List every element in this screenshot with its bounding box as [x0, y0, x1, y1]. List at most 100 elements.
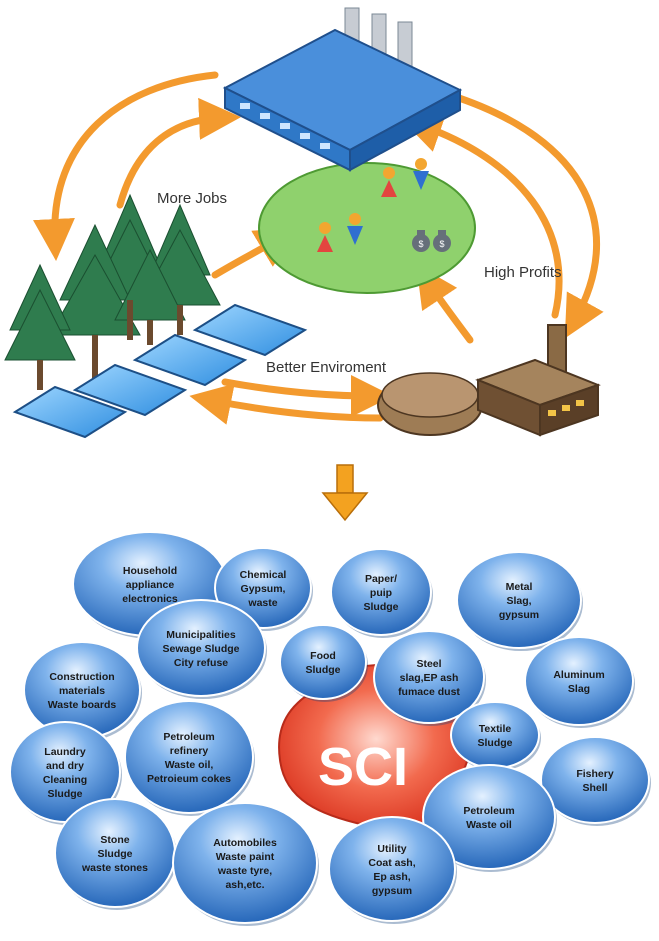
- bubble-label-line: Slag,: [506, 595, 531, 607]
- arrow-panels-to-plant-upper: [221, 374, 393, 417]
- industry-bubble: Steel slag,EP ash fumace dust: [373, 630, 486, 726]
- bubble-label-line: Food: [310, 650, 336, 662]
- cycle-arrows: [32, 71, 604, 425]
- lawn-ellipse: [258, 162, 476, 294]
- bubble-label-line: Sewage Sludge: [162, 643, 239, 655]
- bubble-label-line: Construction: [49, 671, 114, 683]
- bubble-label-line: Automobiles: [213, 837, 277, 849]
- solar-panel-icon: [12, 303, 308, 439]
- bubble-label-line: waste stones: [81, 862, 148, 874]
- arrow-factory-to-plant-outer: [446, 91, 604, 339]
- label-more-jobs: More Jobs: [157, 190, 227, 207]
- arrow-plant-to-lawn: [416, 264, 474, 344]
- people-icon: [317, 158, 429, 252]
- bubble-ellipse: [456, 551, 582, 649]
- bubble-label-line: Waste oil,: [165, 759, 214, 771]
- svg-text:$: $: [439, 239, 444, 249]
- bubble-ellipse: [373, 630, 485, 724]
- bubble-ellipse: [450, 701, 540, 769]
- sci-label: SCI: [318, 737, 408, 797]
- bubble-label-line: Sludge: [97, 848, 132, 860]
- bubble-label-line: Laundry: [44, 746, 86, 758]
- bubble-label-line: Sludge: [305, 664, 340, 676]
- bubble-label-line: ash,etc.: [225, 879, 264, 891]
- bubble-ellipse: [136, 599, 266, 697]
- cycle-illustration: $ $: [4, 7, 604, 439]
- bubble-label-line: Fishery: [576, 768, 614, 780]
- bubble-label-line: gypsum: [499, 609, 539, 621]
- bubble-label-line: Waste paint: [216, 851, 275, 863]
- sci-cluster: SCI Household appliance electronics Chemica…: [9, 531, 651, 926]
- bubble-label-line: Coat ash,: [368, 857, 415, 869]
- bubble-label-line: Chemical: [240, 569, 287, 581]
- bubble-label-line: Paper/: [365, 573, 397, 585]
- bubble-label-line: Sludge: [363, 601, 398, 613]
- bubble-ellipse: [172, 802, 318, 924]
- industry-bubbles: Household appliance electronics ChemicalGyp…: [9, 531, 651, 926]
- svg-text:$: $: [418, 239, 423, 249]
- forest-icon: [4, 193, 221, 390]
- bubble-label-line: refinery: [170, 745, 209, 757]
- bubble-label-line: Sludge: [47, 788, 82, 800]
- down-arrow-icon: [321, 464, 369, 522]
- bubble-label-line: Municipalities: [166, 629, 236, 641]
- bubble-label-line: Sludge: [477, 737, 512, 749]
- bubble-label-line: and dry: [46, 760, 84, 772]
- bubble-ellipse: [124, 700, 254, 814]
- bubble-label-line: waste tyre,: [217, 865, 272, 877]
- bubble-label-line: electronics: [122, 593, 178, 605]
- bubble-ellipse: [279, 624, 367, 700]
- bubble-label-line: Shell: [582, 782, 607, 794]
- bubble-label-line: Petroieum cokes: [147, 773, 231, 785]
- bubble-label-line: materials: [59, 685, 105, 697]
- bubble-label-line: Household: [123, 565, 177, 577]
- bubble-label-line: waste: [247, 597, 277, 609]
- bubble-label-line: Gypsum,: [241, 583, 286, 595]
- bubble-label-line: Waste oil: [466, 819, 512, 831]
- factory-icon: [222, 7, 463, 172]
- bubble-label-line: Textile: [479, 723, 512, 735]
- bubble-ellipse: [330, 548, 432, 636]
- bubble-label-line: Aluminum: [553, 669, 604, 681]
- bubble-ellipse: [328, 816, 456, 922]
- bubble-label-line: Slag: [568, 683, 590, 695]
- bubble-label-line: gypsum: [372, 885, 412, 897]
- bubble-label-line: Petroleum: [463, 805, 514, 817]
- bubble-ellipse: [540, 736, 650, 824]
- arrow-plant-to-panels-lower: [189, 383, 384, 425]
- label-high-profits: High Profits: [484, 264, 562, 281]
- bubble-label-line: Petroleum: [163, 731, 214, 743]
- bubble-label-line: Steel: [416, 658, 441, 670]
- bubble-label-line: Ep ash,: [373, 871, 410, 883]
- bubble-label-line: fumace dust: [398, 686, 460, 698]
- bubble-label-line: Waste boards: [48, 699, 117, 711]
- bubble-label-line: Metal: [506, 581, 533, 593]
- bubble-label-line: Cleaning: [43, 774, 87, 786]
- arrow-plant-to-factory-inner: [400, 112, 563, 319]
- bubble-label-line: City refuse: [174, 657, 228, 669]
- plant-icon: [377, 324, 601, 437]
- bubble-label-line: puip: [370, 587, 392, 599]
- label-better-environment: Better Enviroment: [266, 359, 387, 376]
- arrow-forest-to-factory-inner: [116, 97, 241, 209]
- bubble-ellipse: [524, 636, 634, 726]
- money-bag-icon: $ $: [412, 230, 451, 252]
- bubble-ellipse: [214, 547, 312, 629]
- bubble-label-line: slag,EP ash: [400, 672, 459, 684]
- bubble-label-line: appliance: [126, 579, 175, 591]
- bubble-label-line: Stone: [100, 834, 129, 846]
- arrow-factory-to-forest-outer: [32, 71, 219, 261]
